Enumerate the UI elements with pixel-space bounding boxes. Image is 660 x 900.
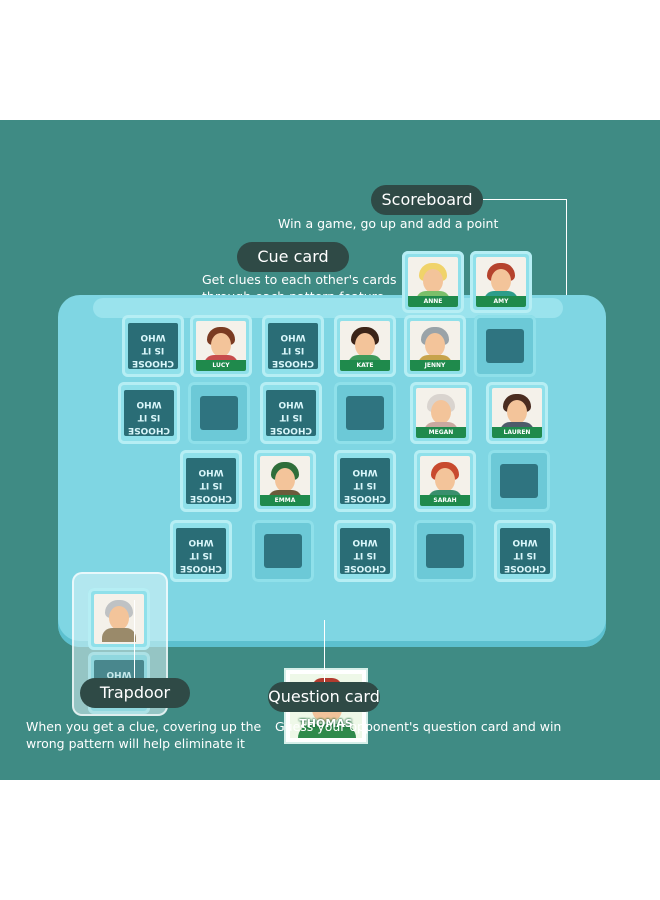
character-card-megan[interactable]: MEGAN [410,382,472,444]
character-card-emma[interactable]: EMMA [254,450,316,512]
trapdoor-description-line1: When you get a clue, covering up the [26,719,262,734]
empty-slot [252,520,314,582]
trapdoor-label: Trapdoor [80,678,190,708]
question-card-description: Guess your opponent's question card and … [275,719,562,734]
question-card-pointer-line [324,620,325,692]
character-card-lauren[interactable]: LAUREN [486,382,548,444]
scoreboard-card-anne: ANNE [402,251,464,313]
question-card-name: THOMAS [299,717,353,730]
empty-slot [188,382,250,444]
scoreboard-description: Win a game, go up and add a point [278,216,499,231]
scoreboard-label: Scoreboard [371,185,483,215]
cue-card-description-line1: Get clues to each other's cards [202,272,397,287]
empty-slot [474,315,536,377]
empty-slot [334,382,396,444]
character-card-kate[interactable]: KATE [334,315,396,377]
scoreboard-pointer-line [483,199,566,200]
product-image-panel: Scoreboard Win a game, go up and add a p… [0,120,660,780]
trapdoor-card-face [88,588,150,650]
character-card-jenny[interactable]: JENNY [404,315,466,377]
character-card-sarah[interactable]: SARAH [414,450,476,512]
empty-slot [488,450,550,512]
trapdoor-pointer-line [134,600,135,692]
empty-slot [414,520,476,582]
character-card-lucy[interactable]: LUCY [190,315,252,377]
question-card-label: Question card [268,682,380,712]
trapdoor-description-line2: wrong pattern will help eliminate it [26,736,245,751]
scoreboard-card-amy: AMY [470,251,532,313]
cue-card-label: Cue card [237,242,349,272]
